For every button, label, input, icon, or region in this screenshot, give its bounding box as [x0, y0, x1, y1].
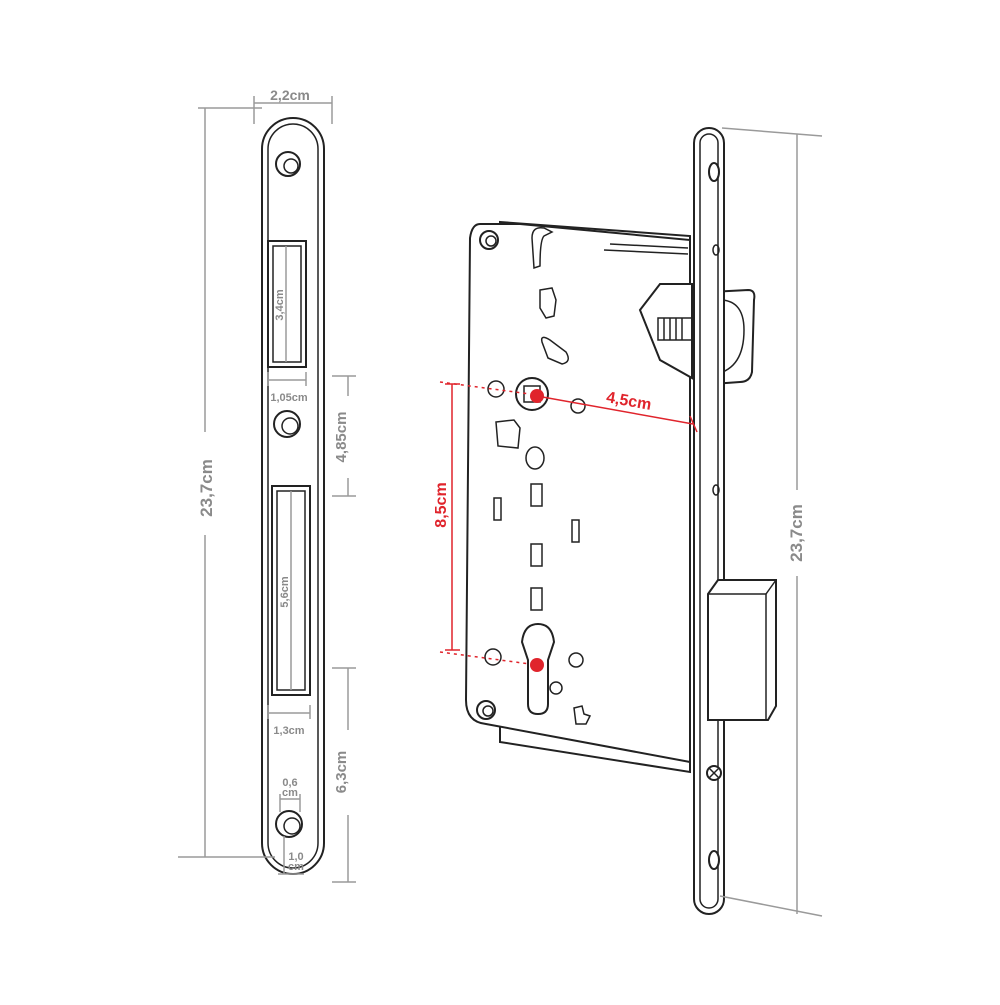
lock-faceplate: [693, 127, 725, 915]
hole-width-label-top: 0,6: [282, 777, 297, 789]
deadbolt: [707, 579, 777, 721]
slot-3: [571, 519, 580, 543]
faceplate-top-hole: [708, 162, 720, 182]
strike-height-label: 23,7cm: [197, 459, 216, 517]
lock-height-label: 23,7cm: [787, 504, 806, 562]
faceplate-body: [693, 127, 725, 915]
strike-top-hole: [275, 151, 301, 177]
slot-4: [530, 543, 543, 567]
slot-5: [530, 587, 543, 611]
strike-upper-slot-inner: [272, 245, 302, 363]
deadbolt-block: [707, 579, 777, 721]
strike-width-label: 2,2cm: [270, 87, 310, 103]
upper-slot-width-label: 1,05cm: [270, 392, 308, 404]
lock-height-dimension: 23,7cm: [719, 127, 823, 917]
upper-pin: [540, 336, 569, 365]
strike-plate-dimensions: 2,2cm 23,7cm 3,4cm 1,05cm 4,85cm 5,6cm 1…: [178, 87, 356, 883]
strike-top-hole-inner: [283, 158, 299, 174]
hole-width-label-bottom: cm: [282, 787, 298, 799]
strike-bottom-hole-inner: [283, 817, 301, 835]
bottom-offset-label: 6,3cm: [333, 751, 350, 794]
between-label: 4,85cm: [333, 412, 350, 463]
lower-slot-width-label: 1,3cm: [273, 725, 304, 737]
strike-bottom-hole: [275, 810, 303, 838]
strike-middle-hole-inner: [281, 417, 299, 435]
square-cutout: [495, 419, 521, 449]
strike-upper-slot: [267, 240, 307, 368]
upper-slot-height-label: 3,4cm: [274, 289, 286, 320]
hole-offset-label-top: 1,0: [288, 851, 303, 863]
faceplate-bottom-hole: [708, 850, 720, 870]
top-hook: [531, 226, 554, 270]
follower-center-dot: [530, 389, 544, 403]
center-distance-label: 8,5cm: [433, 482, 450, 527]
backset-line: [536, 395, 694, 425]
cylinder-center-dot: [530, 658, 544, 672]
lock-case-face: [464, 223, 691, 764]
lower-slot-height-label: 5,6cm: [279, 576, 291, 607]
lower-lever: [573, 705, 592, 725]
strike-middle-hole: [273, 410, 301, 438]
hole-offset-label-bottom: cm: [288, 861, 304, 873]
upper-lever: [539, 287, 557, 319]
slot-2: [493, 497, 502, 521]
strike-plate: [261, 117, 325, 875]
slot-1: [530, 483, 543, 507]
lock-case: [464, 220, 691, 774]
strike-plate-bevel: [267, 123, 319, 869]
